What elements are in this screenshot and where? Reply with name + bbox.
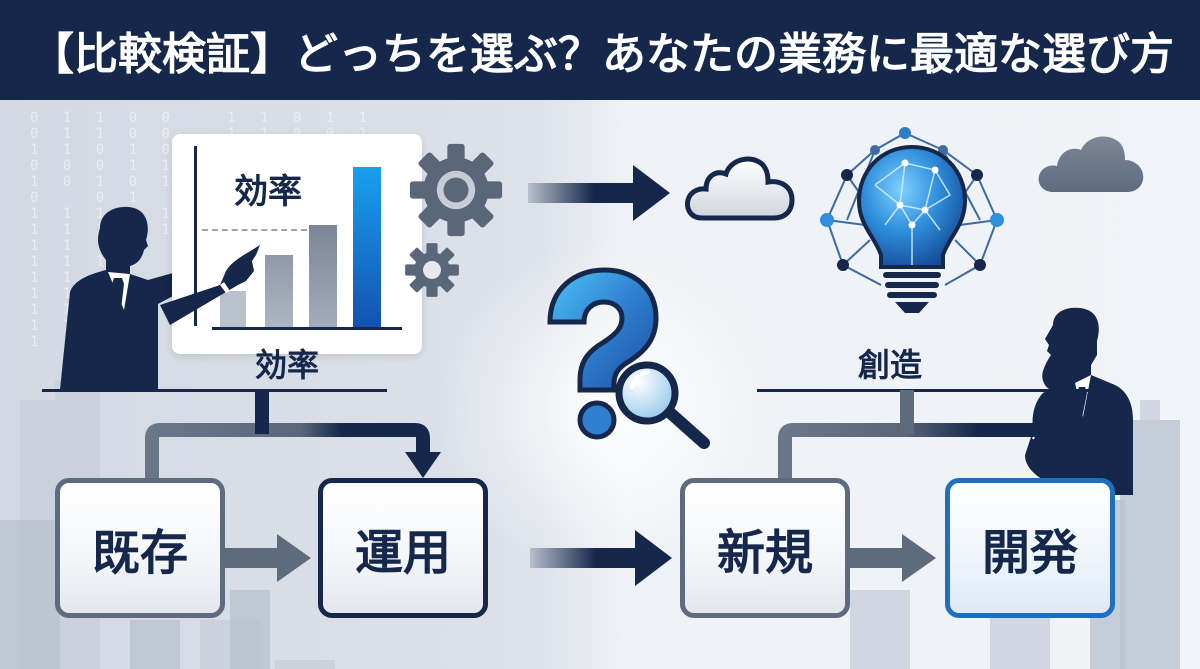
arrow-existing-to-operation-icon [225, 534, 311, 582]
page-title: 【比較検証】どっちを選ぶ？あなたの業務に最適な選び方 [30, 29, 1174, 80]
chart-bar-4 [353, 167, 381, 327]
flow-box-development-label: 開発 [981, 525, 1078, 581]
gear-small-icon [405, 243, 459, 297]
right-branch-connector [778, 390, 1062, 515]
magnifier-icon [615, 361, 710, 449]
chart-bar-3 [309, 225, 337, 327]
creation-label: 創造 [858, 346, 923, 384]
flow-box-operation-label: 運用 [354, 525, 451, 581]
right-divider-line [757, 389, 1107, 392]
chart-bar-2 [265, 255, 293, 327]
arrow-right-top-icon [528, 165, 670, 221]
network-lightbulb-icon [820, 127, 1004, 313]
cloud-gray-icon [1038, 136, 1144, 192]
arrow-new-to-development-icon [850, 534, 936, 582]
flow-box-development: 開発 [945, 478, 1115, 618]
flow-box-operation: 運用 [318, 478, 488, 618]
flow-box-existing-label: 既存 [91, 525, 188, 581]
question-mark-icon [547, 267, 659, 440]
cloud-outline-icon [685, 156, 795, 221]
chart-bar-1 [220, 291, 246, 327]
chart-x-axis [212, 327, 402, 330]
flow-box-new: 新規 [680, 478, 850, 618]
efficiency-chart-card: 効率 [172, 134, 422, 354]
thinking-silhouette-icon [1025, 307, 1133, 495]
pointing-hand-icon [160, 245, 260, 325]
flow-box-existing: 既存 [55, 478, 225, 618]
presenter-silhouette-icon [60, 206, 240, 390]
chart-dashed-line [202, 229, 307, 231]
illustration-canvas: 0 1 1 0 0 1 1 0 1 1 0 1 1 0 0 1 1 0 0 1 … [0, 100, 1200, 669]
chart-title: 効率 [234, 172, 302, 212]
chart-y-axis [194, 146, 197, 326]
efficiency-label: 効率 [255, 346, 320, 384]
gear-large-icon [409, 143, 503, 237]
left-divider-line [42, 389, 387, 392]
arrow-right-lower-icon [530, 530, 672, 586]
flow-box-new-label: 新規 [716, 525, 813, 581]
title-banner: 【比較検証】どっちを選ぶ？あなたの業務に最適な選び方 [0, 0, 1200, 100]
left-branch-connector [145, 390, 441, 500]
